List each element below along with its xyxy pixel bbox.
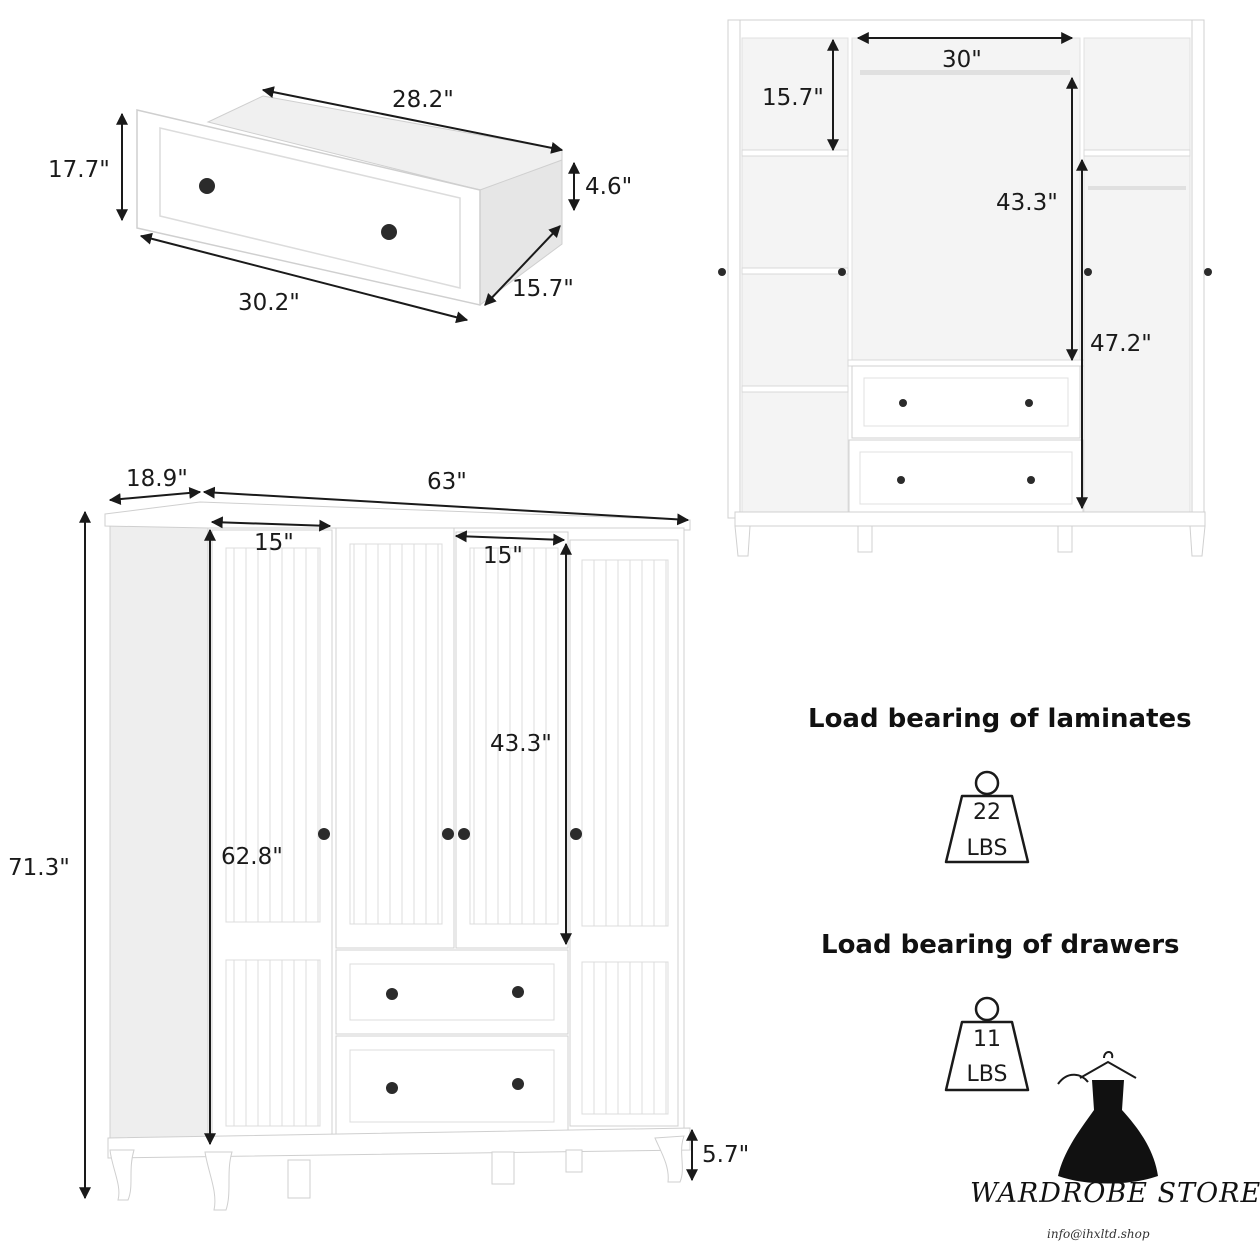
wardrobe-leg-height-label: 5.7" bbox=[702, 1142, 750, 1168]
interior-left-shelf-label: 15.7" bbox=[762, 85, 824, 111]
drawer-knob-right-icon bbox=[381, 224, 397, 240]
laminates-load-value: 22 bbox=[973, 800, 1001, 825]
wardrobe-door-mid-width-label: 15" bbox=[483, 543, 523, 569]
interior-rod-width-label: 30" bbox=[942, 47, 982, 73]
wardrobe-illustration bbox=[79, 486, 698, 1211]
drawer-side-depth-label: 15.7" bbox=[512, 276, 574, 302]
wardrobe-depth-label: 18.9" bbox=[126, 466, 188, 492]
drawer-illustration bbox=[116, 86, 580, 324]
wardrobe-middle-door-height-label: 43.3" bbox=[490, 731, 552, 757]
drawers-load-value: 11 bbox=[973, 1027, 1001, 1052]
brand-email: info@ihxltd.shop bbox=[1047, 1227, 1150, 1241]
wardrobe-width-label: 63" bbox=[427, 469, 467, 495]
drawers-load-unit: LBS bbox=[966, 1062, 1008, 1087]
drawer-width-bottom-label: 30.2" bbox=[238, 290, 300, 316]
wardrobe-door-left-width-label: 15" bbox=[254, 530, 294, 556]
interior-illustration bbox=[718, 19, 1212, 557]
brand-name: WARDROBE STORE bbox=[970, 1178, 1260, 1209]
laminates-load-title: Load bearing of laminates bbox=[808, 704, 1192, 734]
weight-22-icon bbox=[944, 770, 1030, 864]
dress-logo-icon bbox=[1057, 1051, 1158, 1184]
drawer-knob-left-icon bbox=[199, 178, 215, 194]
wardrobe-side-door-height-label: 62.8" bbox=[221, 844, 283, 870]
drawers-load-title: Load bearing of drawers bbox=[821, 930, 1180, 960]
drawer-height-label: 17.7" bbox=[48, 157, 110, 183]
drawer-width-top-label: 28.2" bbox=[392, 87, 454, 113]
interior-right-height-label: 47.2" bbox=[1090, 331, 1152, 357]
drawer-depth-height-label: 4.6" bbox=[585, 174, 633, 200]
interior-hanging-height-label: 43.3" bbox=[996, 190, 1058, 216]
laminates-load-unit: LBS bbox=[966, 836, 1008, 861]
weight-11-icon bbox=[944, 996, 1030, 1092]
wardrobe-total-height-label: 71.3" bbox=[8, 855, 70, 881]
